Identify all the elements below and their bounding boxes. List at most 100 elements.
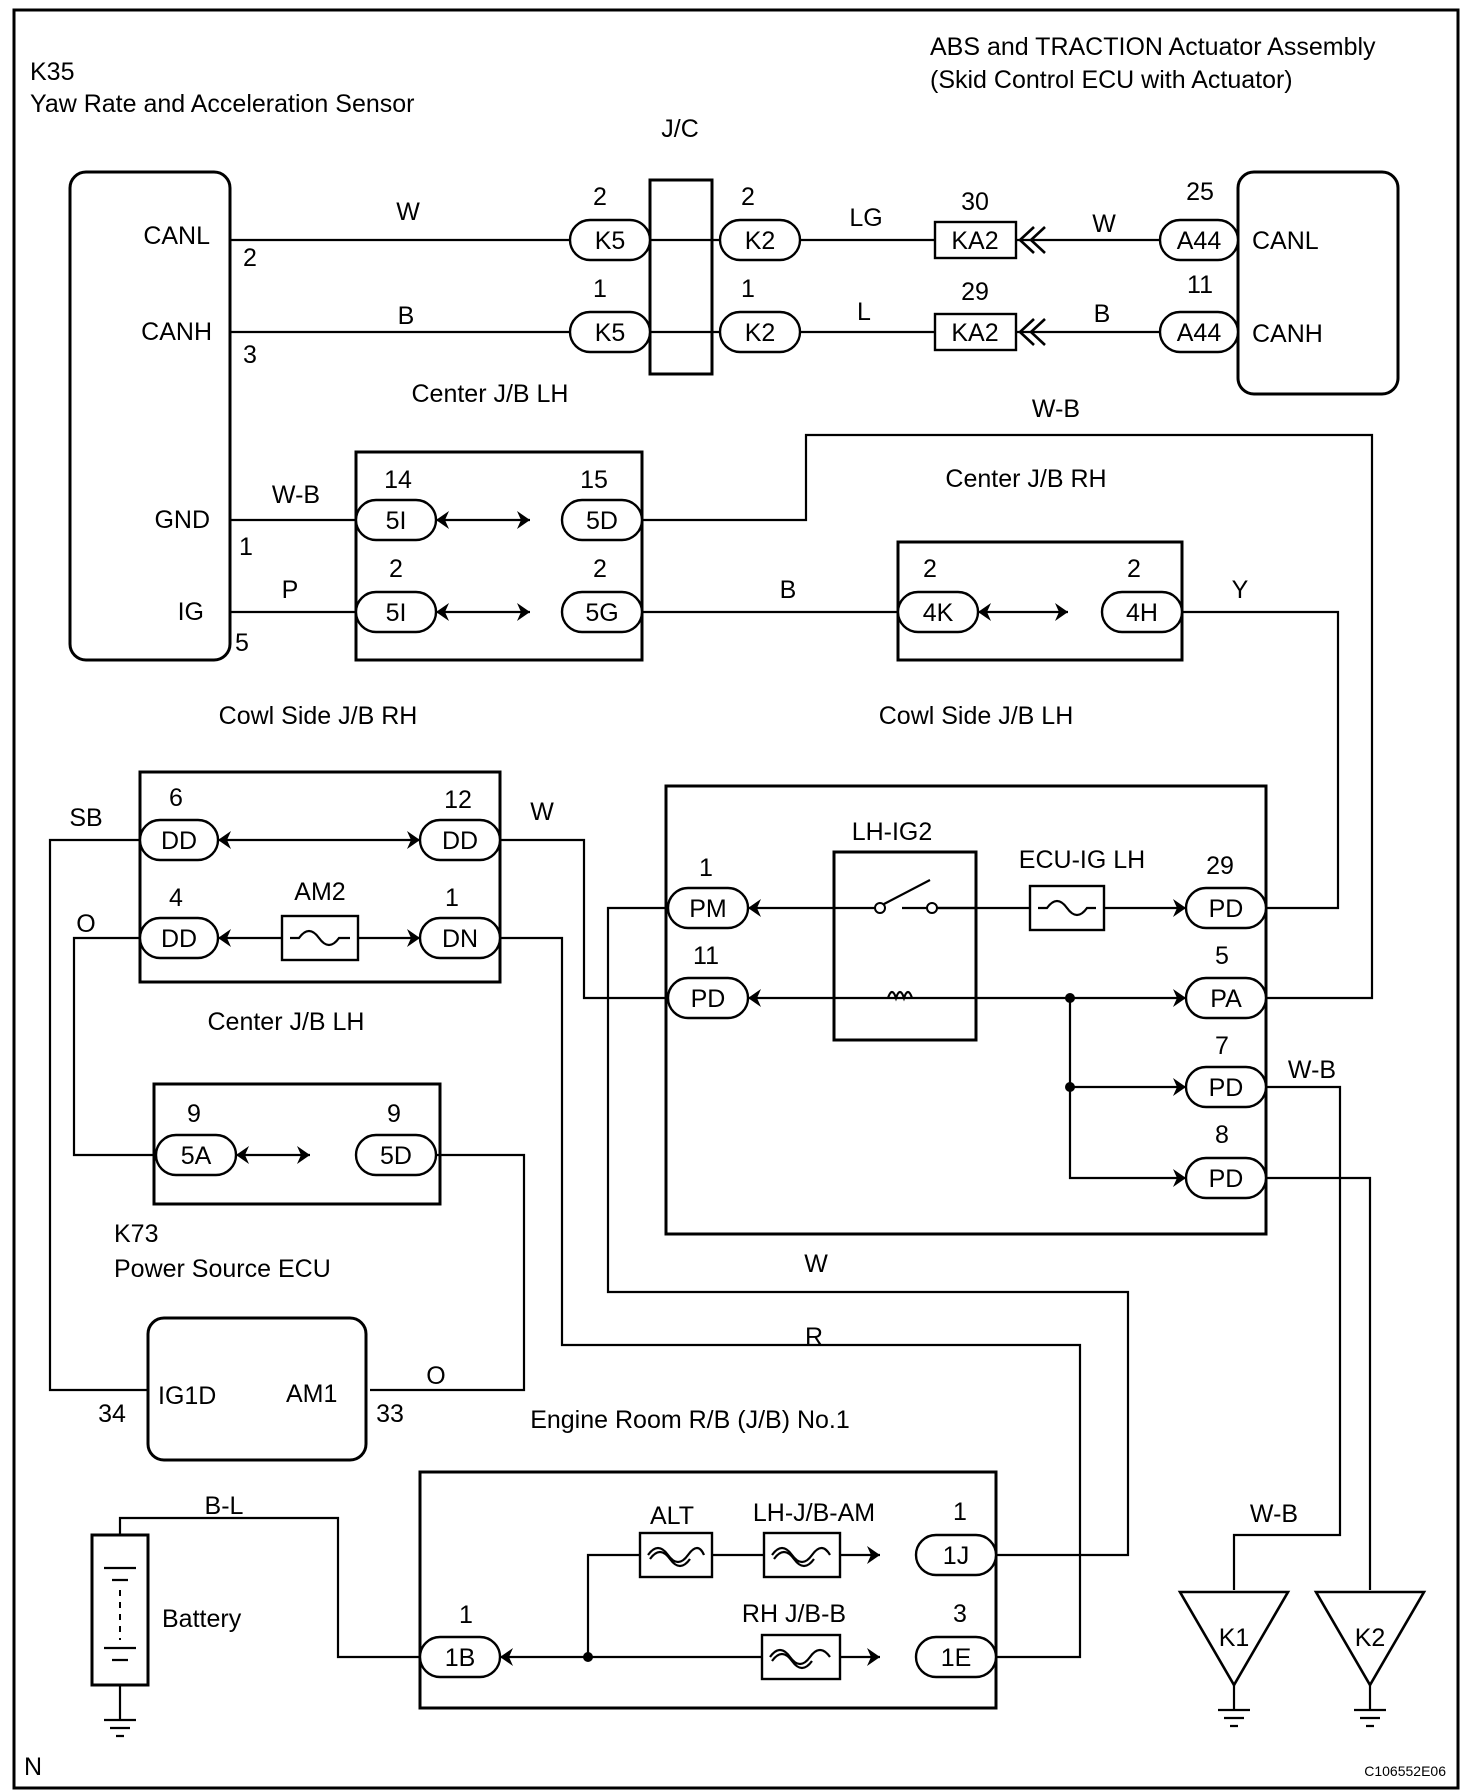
pin-number: 2 [243, 244, 257, 272]
abs-title-line1: ABS and TRACTION Actuator Assembly [930, 33, 1376, 61]
jc-label: J/C [661, 115, 699, 143]
battery-symbol [104, 1566, 136, 1662]
pin-number: 9 [187, 1100, 201, 1128]
connector-5d: 5D [380, 1142, 412, 1170]
center-jb-rh-label: Center J/B RH [945, 465, 1106, 493]
abs-title-line2: (Skid Control ECU with Actuator) [930, 66, 1293, 94]
fuse-am2-label: AM2 [294, 878, 345, 906]
connector-ka2: KA2 [951, 227, 998, 255]
k35-sensor-box [68, 170, 232, 662]
terminal-ig1d: IG1D [158, 1382, 216, 1410]
terminal-am1: AM1 [286, 1380, 337, 1408]
pin-number: 2 [1127, 555, 1141, 583]
corner-n: N [24, 1753, 42, 1781]
connector-dd: DD [161, 925, 197, 953]
battery-label: Battery [162, 1605, 242, 1633]
wire-color: W-B [1032, 395, 1080, 423]
fuse-rh-jb-b-label: RH J/B-B [742, 1600, 846, 1628]
terminal-canh: CANH [141, 318, 212, 346]
k2-splice [1313, 1590, 1427, 1688]
wire-color: SB [69, 804, 102, 832]
pin-number: 1 [459, 1601, 473, 1629]
pin-number: 2 [741, 183, 755, 211]
k73-power-source-ecu-box [146, 1316, 368, 1462]
k1-splice [1177, 1590, 1291, 1688]
wire-color: B [398, 302, 415, 330]
connector-dn: DN [442, 925, 478, 953]
ground-symbols [104, 1708, 1386, 1738]
cowl-side-jb-rh-label: Cowl Side J/B RH [219, 702, 418, 730]
pin-number: 29 [1206, 852, 1234, 880]
connector-pm: PM [689, 895, 727, 923]
connector-a44: A44 [1177, 227, 1222, 255]
connector-dd: DD [442, 827, 478, 855]
wire-color: W-B [1288, 1056, 1336, 1084]
wire-color: W-B [1250, 1500, 1298, 1528]
connector-1j: 1J [943, 1542, 969, 1570]
pin-number: 8 [1215, 1121, 1229, 1149]
pin-number: 1 [593, 275, 607, 303]
figure-code: C106552E06 [1364, 1763, 1446, 1779]
wire-color: W-B [272, 481, 320, 509]
junction-dot [583, 1652, 593, 1662]
abs-actuator-box [1236, 170, 1400, 396]
connector-5d: 5D [586, 507, 618, 535]
boxes [68, 170, 1400, 1710]
pin-number: 9 [387, 1100, 401, 1128]
connector-5i: 5I [386, 599, 407, 627]
pin-number: 1 [239, 533, 253, 561]
k73-name: Power Source ECU [114, 1255, 331, 1283]
connector-1e: 1E [941, 1644, 972, 1672]
connector-pd: PD [691, 985, 726, 1013]
wire-color: L [857, 298, 871, 326]
engine-room-rb-box [418, 1470, 998, 1710]
relay-label: LH-IG2 [852, 818, 933, 846]
connector-arrows [218, 511, 1186, 1666]
connector-pd: PD [1209, 1165, 1244, 1193]
fuse-alt-label: ALT [650, 1502, 694, 1530]
wire-color: B [1094, 300, 1111, 328]
connector-dd: DD [161, 827, 197, 855]
cowl-side-jb-lh-box [896, 540, 1184, 662]
junction-dot [1065, 993, 1075, 1003]
fuses [280, 884, 1106, 1681]
connector-1b: 1B [445, 1644, 476, 1672]
connector-k5: K5 [595, 319, 626, 347]
connector-5g: 5G [585, 599, 618, 627]
wire-color: B-L [205, 1492, 244, 1520]
center-jb-lh-mid-label: Center J/B LH [207, 1008, 364, 1036]
wire-color: O [76, 910, 95, 938]
fuse-rh-jb-b [760, 1633, 842, 1681]
am2-box [152, 1082, 442, 1206]
wire-color: LG [849, 204, 882, 232]
terminal-ig: IG [178, 598, 204, 626]
connector-pd: PD [1209, 895, 1244, 923]
cowl-side-jb-lh-label: Cowl Side J/B LH [879, 702, 1074, 730]
pin-number: 11 [693, 942, 719, 970]
connector-4h: 4H [1126, 599, 1158, 627]
center-jb-lh-label: Center J/B LH [411, 380, 568, 408]
connector-5i: 5I [386, 507, 407, 535]
connector-5a: 5A [181, 1142, 212, 1170]
connector-pd: PD [1209, 1074, 1244, 1102]
wire-color: W [804, 1250, 828, 1278]
pin-number: 15 [580, 466, 608, 494]
wire-color: W [396, 198, 420, 226]
terminal-canh-abs: CANH [1252, 320, 1323, 348]
connector-pills [138, 218, 1268, 1679]
pin-number: 2 [389, 555, 403, 583]
fuse-lh-jb-am [762, 1531, 842, 1579]
wire-color: O [426, 1362, 445, 1390]
pin-number: 7 [1215, 1032, 1229, 1060]
connector-pa: PA [1210, 985, 1242, 1013]
pin-number: 29 [961, 278, 989, 306]
splice-k2: K2 [1355, 1624, 1386, 1652]
k35-code: K35 [30, 58, 74, 86]
pin-number: 5 [1215, 942, 1229, 970]
wire-color: W [530, 798, 554, 826]
connector-k2: K2 [745, 319, 776, 347]
wire-color: Y [1232, 576, 1249, 604]
fuse-ecu-ig-label: ECU-IG LH [1019, 846, 1145, 874]
pin-number: 3 [243, 341, 257, 369]
